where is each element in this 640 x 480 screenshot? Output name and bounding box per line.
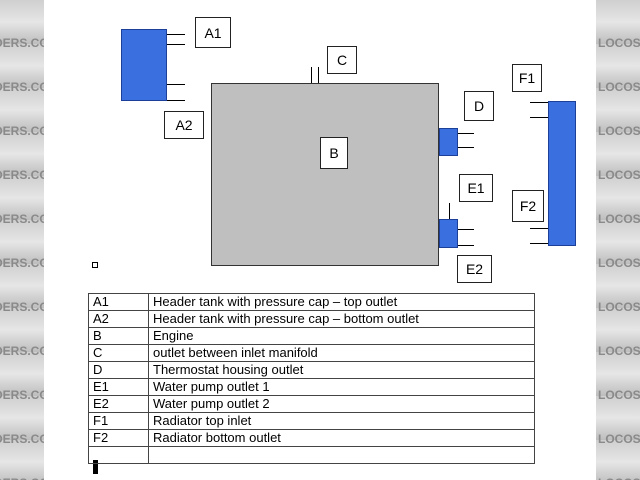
legend-code: C: [88, 344, 149, 362]
watermark-text: LOCOSTERS: [598, 432, 640, 446]
legend-description: Radiator bottom outlet: [148, 429, 535, 447]
legend-description: Header tank with pressure cap – bottom o…: [148, 310, 535, 328]
legend-code: B: [88, 327, 149, 345]
watermark-text: DERS.CO.UK: [0, 256, 44, 270]
label-f1: F1: [512, 64, 542, 92]
radiator-bottom-pipe: [530, 243, 548, 244]
legend-code: E1: [88, 378, 149, 396]
watermark-text: DERS.CO.UK: [0, 168, 44, 182]
water-pump-outlet: [439, 219, 458, 248]
radiator-top-pipe: [530, 117, 548, 118]
outlet-c-pipe: [311, 67, 312, 83]
watermark-text: LOCOSTERS: [598, 344, 640, 358]
engine-block: [211, 83, 439, 266]
radiator-top-pipe: [530, 102, 548, 103]
watermark-text: LOCOSTERS: [598, 36, 640, 50]
water-pump-pipe: [458, 245, 474, 246]
thermostat-pipe: [458, 147, 474, 148]
watermark-text: LOCOSTERS: [598, 256, 640, 270]
watermark-text: DERS.CO.UK: [0, 36, 44, 50]
legend-description: Thermostat housing outlet: [148, 361, 535, 379]
watermark-text: LOCOSTERS: [598, 300, 640, 314]
header-tank: [121, 29, 167, 101]
label-d: D: [464, 91, 494, 121]
water-pump-pipe: [458, 229, 474, 230]
watermark-text: LOCOSTERS: [598, 124, 640, 138]
thermostat-pipe: [458, 133, 474, 134]
legend-code: [88, 446, 149, 464]
radiator: [548, 101, 576, 246]
watermark-text: DERS.CO.UK: [0, 344, 44, 358]
watermark-text: DERS.CO.UK: [0, 124, 44, 138]
label-a1: A1: [195, 17, 231, 48]
radiator-bottom-pipe: [530, 228, 548, 229]
legend-code: A1: [88, 293, 149, 311]
watermark-text: LOCOSTERS: [598, 80, 640, 94]
watermark-strip-left: DERS.CO.UK DERS.CO.UK DERS.CO.UK DERS.CO.UK…: [0, 0, 44, 480]
header-tank-bottom-pipe: [167, 84, 185, 85]
legend-description: Engine: [148, 327, 535, 345]
legend-code: E2: [88, 395, 149, 413]
legend-row: [88, 446, 535, 464]
watermark-text: LOCOSTERS: [598, 476, 640, 480]
thermostat-outlet: [439, 128, 458, 156]
watermark-strip-right: LOCOSTERS LOCOSTERS LOCOSTERS LOCOSTERS LOCO…: [596, 0, 640, 480]
header-tank-bottom-pipe: [167, 100, 185, 101]
label-f2: F2: [512, 190, 544, 222]
water-pump-pipe: [449, 203, 450, 219]
outlet-c-pipe: [318, 67, 319, 83]
legend-code: D: [88, 361, 149, 379]
legend-code: A2: [88, 310, 149, 328]
small-square-mark: [92, 262, 98, 268]
legend-description: [148, 446, 535, 464]
legend-description: Header tank with pressure cap – top outl…: [148, 293, 535, 311]
watermark-text: LOCOSTERS: [598, 212, 640, 226]
legend-description: Radiator top inlet: [148, 412, 535, 430]
label-c: C: [327, 46, 357, 74]
watermark-text: LOCOSTERS: [598, 168, 640, 182]
watermark-text: DERS.CO.UK: [0, 212, 44, 226]
label-e1: E1: [459, 174, 493, 202]
header-tank-top-pipe: [167, 44, 185, 45]
legend-description: Water pump outlet 1: [148, 378, 535, 396]
watermark-text: LOCOSTERS: [598, 388, 640, 402]
legend-description: outlet between inlet manifold: [148, 344, 535, 362]
watermark-text: DERS.CO.UK: [0, 80, 44, 94]
label-e2: E2: [457, 255, 492, 283]
watermark-text: DERS.CO.UK: [0, 432, 44, 446]
cursor-bar: [93, 460, 98, 474]
watermark-text: DERS.CO.UK: [0, 476, 44, 480]
header-tank-top-pipe: [167, 34, 185, 35]
legend-code: F1: [88, 412, 149, 430]
watermark-text: DERS.CO.UK: [0, 388, 44, 402]
label-a2: A2: [164, 111, 204, 139]
legend-description: Water pump outlet 2: [148, 395, 535, 413]
watermark-text: DERS.CO.UK: [0, 300, 44, 314]
label-b: B: [320, 137, 348, 169]
legend-code: F2: [88, 429, 149, 447]
